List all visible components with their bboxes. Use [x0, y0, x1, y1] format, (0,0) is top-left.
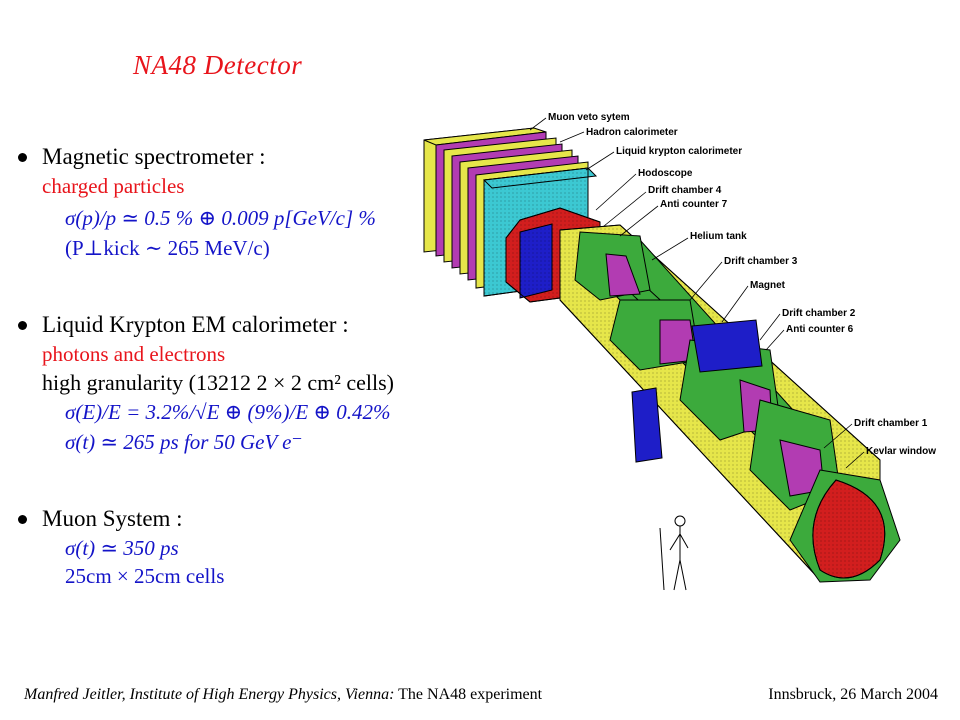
- spectrometer-formula-1: σ(p)/p ≃ 0.5 % ⊕ 0.009 p[GeV/c] %: [65, 206, 376, 230]
- page-title: NA48 Detector: [133, 50, 303, 80]
- footer-author: Manfred Jeitler, Institute of High Energ…: [24, 686, 395, 703]
- label-drift-chamber-2: Drift chamber 2: [782, 308, 856, 319]
- label-drift-chamber-4: Drift chamber 4: [648, 185, 722, 196]
- human-figure-icon: [659, 515, 689, 591]
- footer-left: Manfred Jeitler, Institute of High Energ…: [24, 686, 542, 704]
- calorimeter-heading: Liquid Krypton EM calorimeter :: [42, 312, 349, 337]
- bullet-icon: [18, 153, 27, 162]
- label-drift-chamber-1: Drift chamber 1: [854, 418, 928, 429]
- label-hadron-calorimeter: Hadron calorimeter: [586, 127, 678, 138]
- calorimeter-subtitle: photons and electrons: [42, 342, 226, 366]
- spectrometer-subtitle: charged particles: [42, 174, 185, 198]
- calorimeter-formula-2: σ(t) ≃ 265 ps for 50 GeV e⁻: [65, 430, 303, 454]
- kevlar-window: [789, 469, 901, 583]
- spectrometer-heading: Magnetic spectrometer :: [42, 144, 266, 169]
- muon-formula-1: σ(t) ≃ 350 ps: [65, 536, 179, 560]
- muon-heading: Muon System :: [42, 506, 183, 531]
- label-muon-veto: Muon veto sytem: [548, 112, 630, 123]
- label-lkr-calorimeter: Liquid krypton calorimeter: [616, 146, 743, 157]
- magnet: [631, 319, 763, 463]
- muon-formula-2: 25cm × 25cm cells: [65, 564, 225, 588]
- spectrometer-formula-2: (P⊥kick ∼ 265 MeV/c): [65, 236, 270, 260]
- label-hodoscope: Hodoscope: [638, 168, 693, 179]
- footer-place-date: Innsbruck, 26 March 2004: [768, 686, 938, 703]
- label-anti-counter-6: Anti counter 6: [786, 324, 854, 335]
- label-kevlar-window: Kevlar window: [866, 446, 937, 457]
- calorimeter-formula-1: σ(E)/E = 3.2%/√E ⊕ (9%)/E ⊕ 0.42%: [65, 400, 391, 424]
- label-magnet: Magnet: [750, 280, 785, 291]
- label-drift-chamber-3: Drift chamber 3: [724, 256, 798, 267]
- label-leaders: [529, 117, 865, 469]
- footer-talk: The NA48 experiment: [394, 686, 543, 703]
- label-anti-counter-7: Anti counter 7: [660, 199, 728, 210]
- bullet-icon: [18, 321, 27, 330]
- label-helium-tank: Helium tank: [690, 231, 747, 242]
- calorimeter-detail: high granularity (13212 2 × 2 cm² cells): [42, 370, 394, 395]
- bullet-icon: [18, 515, 27, 524]
